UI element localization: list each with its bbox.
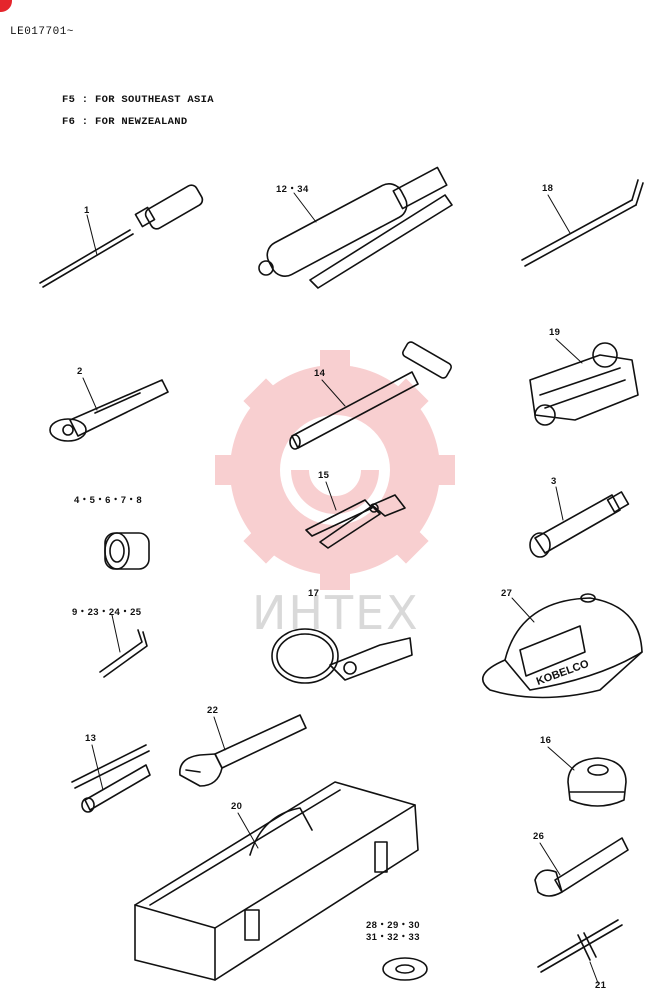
part-label: 15 xyxy=(318,470,330,481)
part-label: 20 xyxy=(231,801,243,812)
box-spanner-tool xyxy=(71,744,151,813)
socket-tool xyxy=(104,532,150,570)
part-label: 13 xyxy=(85,733,97,744)
wrench-set-tool xyxy=(529,342,639,426)
watermark-text: ИНТЕХ xyxy=(252,586,420,640)
washer-part xyxy=(382,957,428,981)
spanner-tool xyxy=(179,714,307,787)
hex-key-tool xyxy=(99,629,148,678)
part-label: 26 xyxy=(533,831,545,842)
part-label: 2 xyxy=(77,366,83,377)
filter-wrench-tool xyxy=(271,628,413,684)
part-label: 19 xyxy=(549,327,561,338)
adjustable-wrench-tool xyxy=(534,837,629,897)
note-f5: F5 : FOR SOUTHEAST ASIA xyxy=(62,94,214,106)
ratchet-handle-tool xyxy=(49,379,169,442)
socket-extension-tool xyxy=(529,491,630,558)
tool-box xyxy=(134,781,419,981)
document-code: LE017701~ xyxy=(10,26,74,38)
t-bar-wrench-tool xyxy=(289,341,452,450)
cap-item xyxy=(481,593,643,699)
part-label: 21 xyxy=(595,980,607,991)
note-f6: F6 : FOR NEWZEALAND xyxy=(62,116,188,128)
part-label: 28・29・30 xyxy=(366,920,420,931)
part-label: 18 xyxy=(542,183,554,194)
watermark-gear xyxy=(215,350,455,590)
part-label: 3 xyxy=(551,476,557,487)
part-label: 9・23・24・25 xyxy=(72,607,142,618)
part-label: 31・32・33 xyxy=(366,932,420,943)
pliers-tool xyxy=(305,494,406,549)
part-label: 22 xyxy=(207,705,219,716)
extension-bar-tool xyxy=(521,179,644,267)
part-label: 4・5・6・7・8 xyxy=(74,495,143,506)
part-label: 27 xyxy=(501,588,513,599)
part-label: 12・34 xyxy=(276,184,309,195)
filter-cap-tool xyxy=(567,757,627,807)
t-handle-wrench-tool xyxy=(537,919,623,973)
part-label: 16 xyxy=(540,735,552,746)
part-label: 17 xyxy=(308,588,320,599)
part-label: 1 xyxy=(84,205,90,216)
grease-gun-tool xyxy=(258,166,453,289)
part-label: 14 xyxy=(314,368,326,379)
screwdriver-tool xyxy=(39,184,204,288)
